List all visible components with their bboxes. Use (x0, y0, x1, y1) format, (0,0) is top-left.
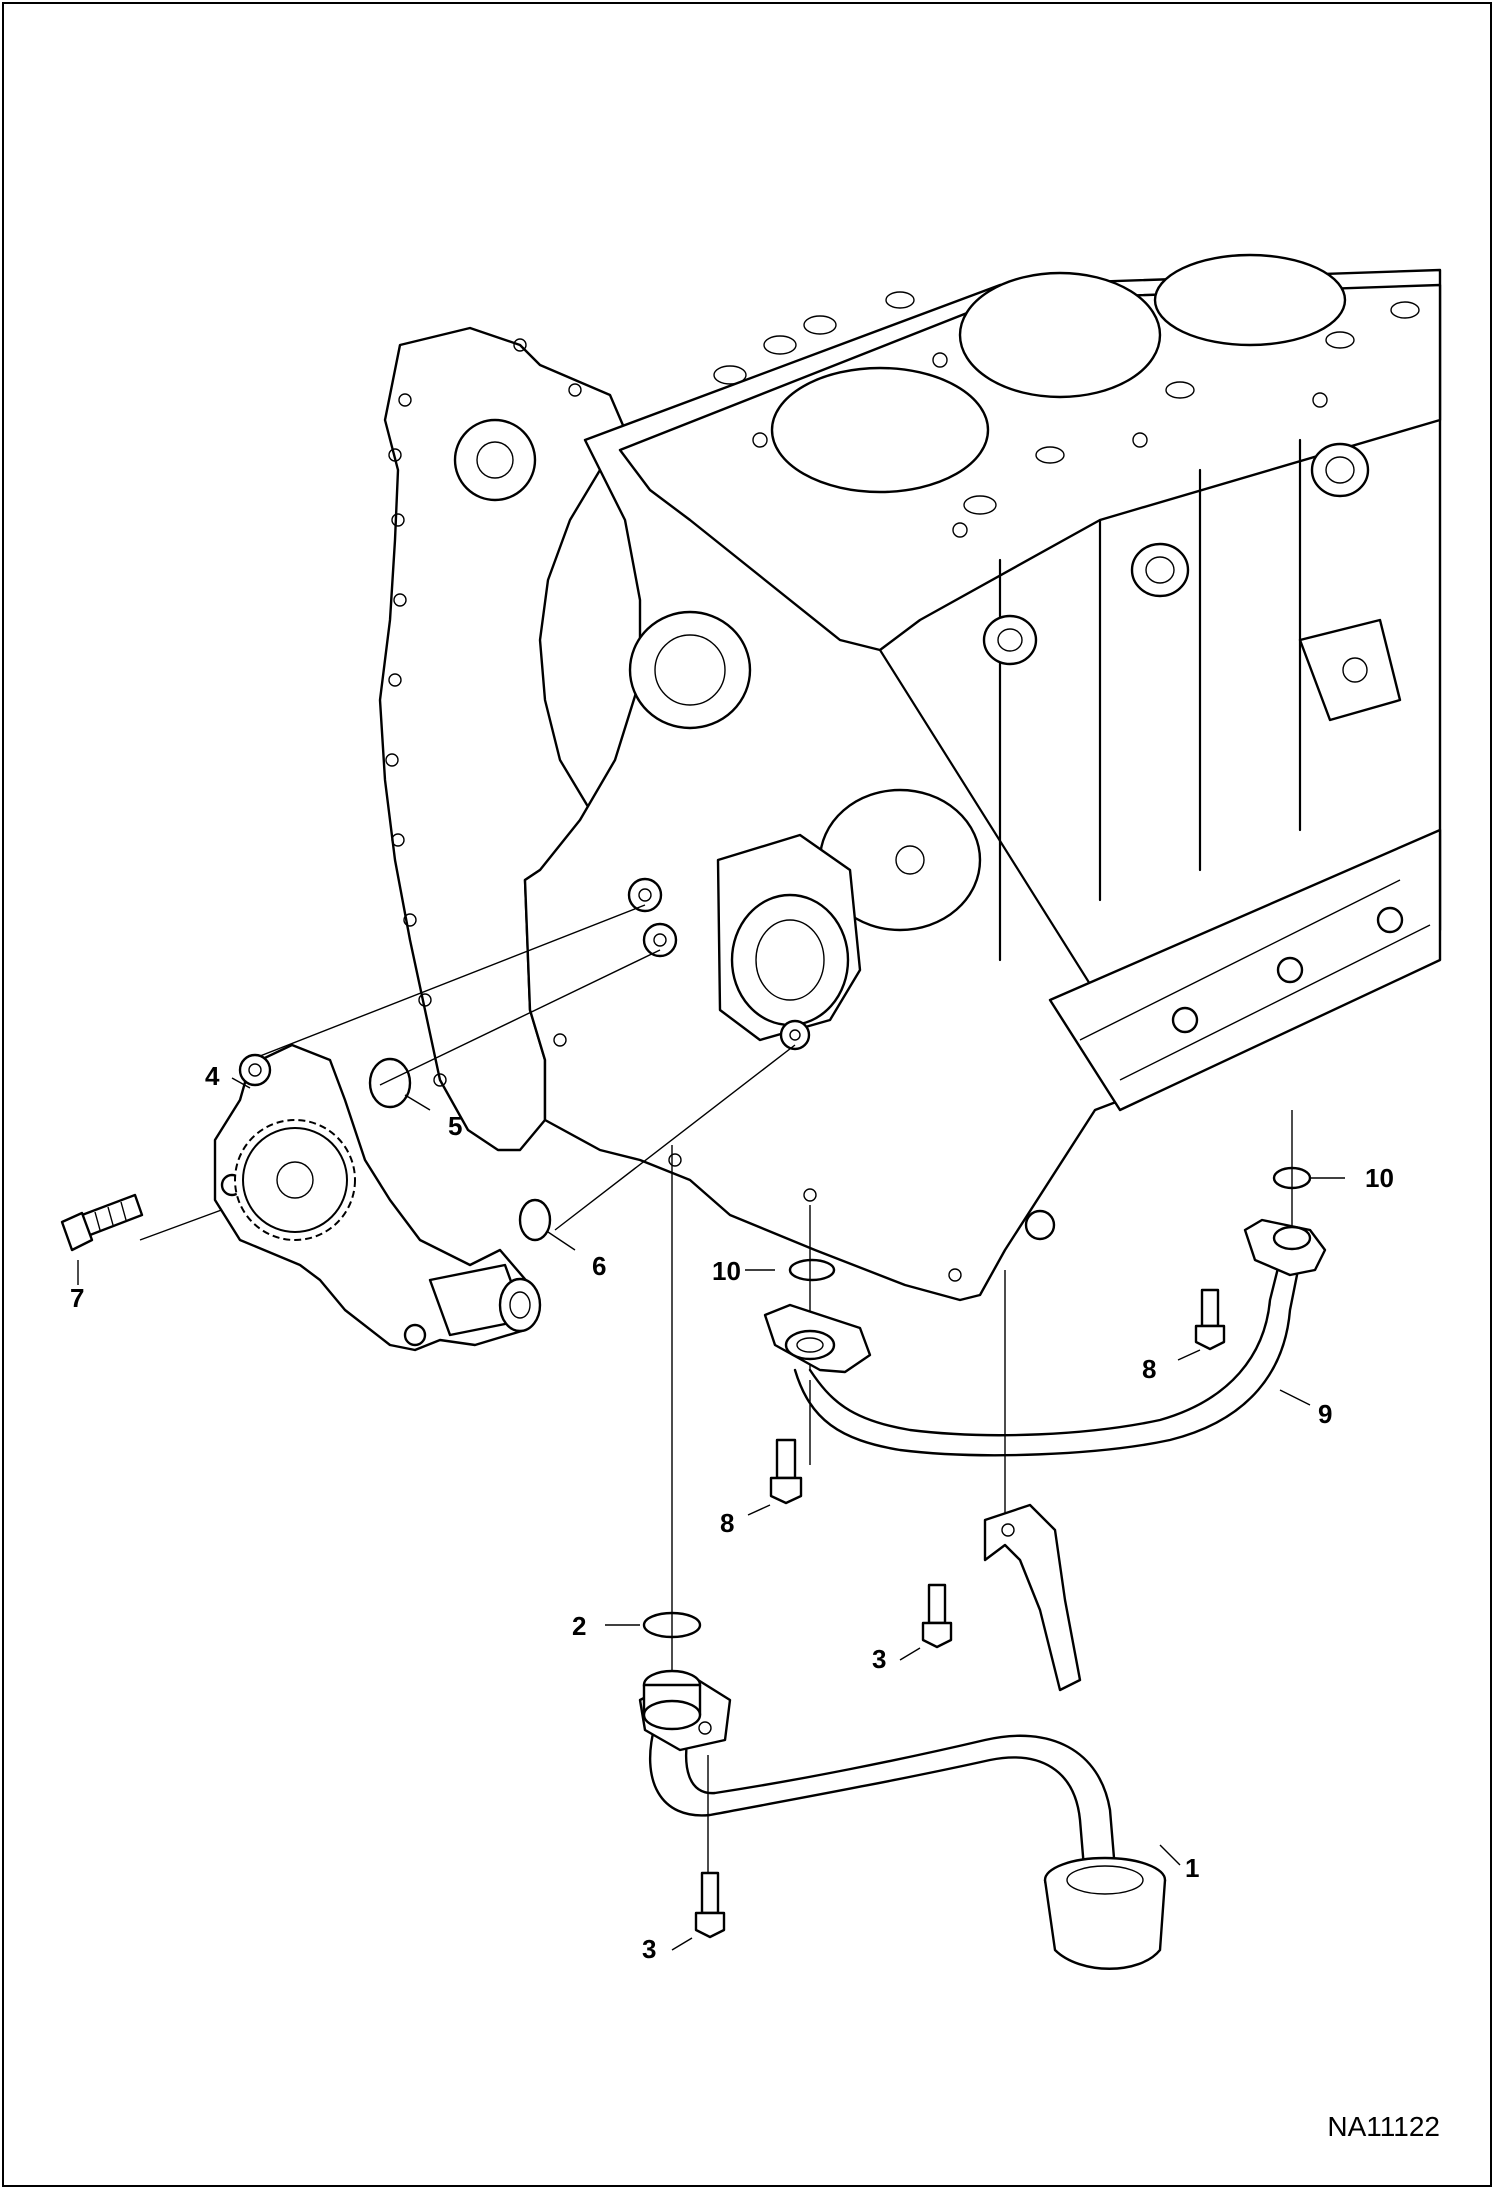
pipe-bolt-left (769, 1438, 803, 1505)
o-ring-6 (518, 1198, 552, 1242)
oil-pump (213, 1043, 542, 1352)
callout-10-left: 10 (712, 1256, 741, 1286)
callout-3-bracket: 3 (872, 1644, 886, 1674)
callout-2: 2 (572, 1611, 586, 1641)
callout-10-right: 10 (1365, 1163, 1394, 1193)
housing-bolt-holes (385, 338, 582, 1087)
callout-labels: 4 5 6 7 10 10 8 8 9 2 3 3 1 (70, 1061, 1394, 1964)
alignment-lines (139, 904, 1293, 1875)
pump-bolt (60, 1193, 144, 1252)
figure-id: NA11122 (1327, 2111, 1440, 2142)
callout-5: 5 (448, 1111, 462, 1141)
callout-4: 4 (205, 1061, 220, 1091)
callout-3-flange: 3 (642, 1934, 656, 1964)
callout-1: 1 (1185, 1853, 1199, 1883)
o-ring-10-left (788, 1258, 836, 1282)
engine-block (378, 253, 1442, 1302)
callout-6: 6 (592, 1251, 606, 1281)
callout-9: 9 (1318, 1399, 1332, 1429)
pipe-bolt-right (1194, 1288, 1226, 1351)
strainer-bolt-flange (694, 1871, 726, 1939)
callout-8-right: 8 (1142, 1354, 1156, 1384)
callout-8-left: 8 (720, 1508, 734, 1538)
oil-pipe (763, 1218, 1327, 1457)
o-ring-2 (642, 1611, 702, 1639)
oil-strainer (638, 1503, 1167, 1970)
callout-7: 7 (70, 1283, 84, 1313)
callout-leaders (77, 1077, 1345, 1951)
o-ring-5 (368, 1057, 412, 1109)
deck-holes (713, 291, 1420, 538)
pump-drive-gear (234, 1119, 356, 1241)
strainer-bolt-bracket (921, 1583, 953, 1649)
